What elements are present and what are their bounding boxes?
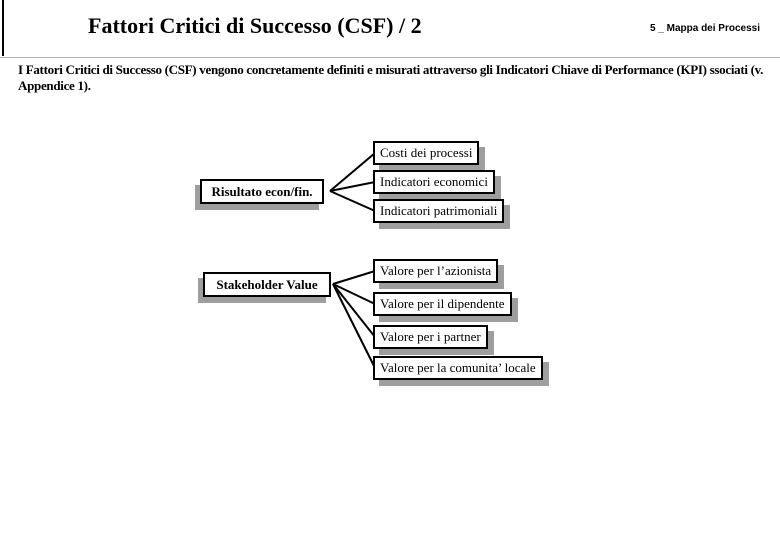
connector-line [329,181,376,192]
connector-line [329,152,376,192]
connector-line [332,283,376,305]
left-edge-line [2,0,4,56]
diagram-parent-box: Risultato econ/fin. [200,179,324,204]
header-divider [0,57,780,58]
connector-line [332,283,376,369]
diagram-child-box: Valore per il dipendente [373,292,512,316]
corner-label: 5 _ Mappa dei Processi [649,23,760,34]
diagram-child-box: Valore per i partner [373,325,488,349]
connector-line [332,283,376,338]
connector-line [332,270,376,285]
diagram-child-box: Valore per l’azionista [373,259,499,283]
diagram-child-box: Indicatori economici [373,170,495,194]
diagram-child-box: Indicatori patrimoniali [373,199,505,223]
connector-line [329,190,376,212]
intro-paragraph: I Fattori Critici di Successo (CSF) veng… [18,62,764,93]
diagram-child-box: Costi dei processi [373,141,480,165]
diagram-parent-box: Stakeholder Value [203,272,331,297]
diagram-child-box: Valore per la comunita’ locale [373,356,543,380]
page-title: Fattori Critici di Successo (CSF) / 2 [88,13,422,38]
